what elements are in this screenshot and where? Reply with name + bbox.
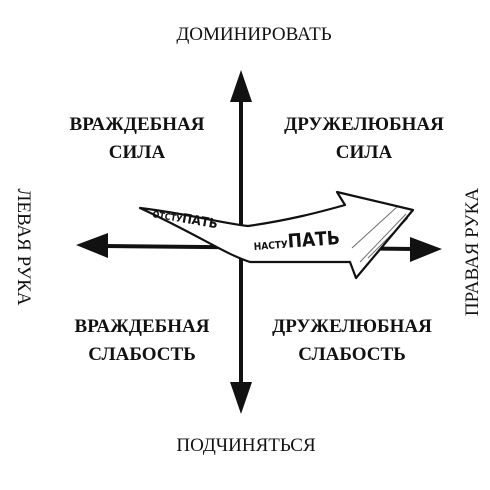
quadrant-bottom-left: ВРАЖДЕБНАЯ СЛАБОСТЬ (75, 316, 210, 365)
bottom-axis-label: ПОДЧИНЯТЬСЯ (176, 435, 316, 456)
quadrant-top-left-line1: ВРАЖДЕБНАЯ (70, 114, 205, 135)
down-arrowhead (230, 382, 252, 414)
quadrant-bottom-right-line2: СЛАБОСТЬ (298, 344, 406, 365)
quadrant-top-left: ВРАЖДЕБНАЯ СИЛА (70, 114, 205, 163)
right-arrowhead (410, 237, 442, 262)
right-axis-label: ПРАВАЯ РУКА (462, 188, 483, 316)
quadrant-top-right-line1: ДРУЖЕЛЮБНАЯ (284, 114, 444, 135)
broad-arrow-shape (138, 190, 415, 280)
quadrant-bottom-right-line1: ДРУЖЕЛЮБНАЯ (272, 316, 432, 337)
retreat-label-big: ПАТЬ (181, 211, 219, 232)
quadrant-top-right: ДРУЖЕЛЮБНАЯ СИЛА (284, 114, 444, 163)
left-axis-label: ЛЕВАЯ РУКА (13, 188, 34, 305)
advance-arrow (138, 190, 415, 280)
advance-label-small: НАСТУ (253, 240, 288, 253)
quadrant-bottom-right: ДРУЖЕЛЮБНАЯ СЛАБОСТЬ (272, 316, 432, 365)
svg-text:НАСТУПАТЬ: НАСТУПАТЬ (253, 227, 341, 255)
arrow-hatching (351, 205, 409, 263)
quadrant-top-right-line2: СИЛА (336, 142, 393, 163)
top-axis-label: ДОМИНИРОВАТЬ (176, 24, 331, 45)
advance-label-big: ПАТЬ (287, 227, 341, 253)
up-arrowhead (230, 70, 252, 102)
quadrant-bottom-left-line1: ВРАЖДЕБНАЯ (75, 316, 210, 337)
retreat-label-small: ОТСТУ (151, 210, 182, 225)
left-arrowhead (76, 233, 108, 258)
advance-label: НАСТУПАТЬ (253, 227, 341, 255)
quadrant-bottom-left-line2: СЛАБОСТЬ (88, 344, 196, 365)
quadrant-top-left-line2: СИЛА (109, 142, 166, 163)
